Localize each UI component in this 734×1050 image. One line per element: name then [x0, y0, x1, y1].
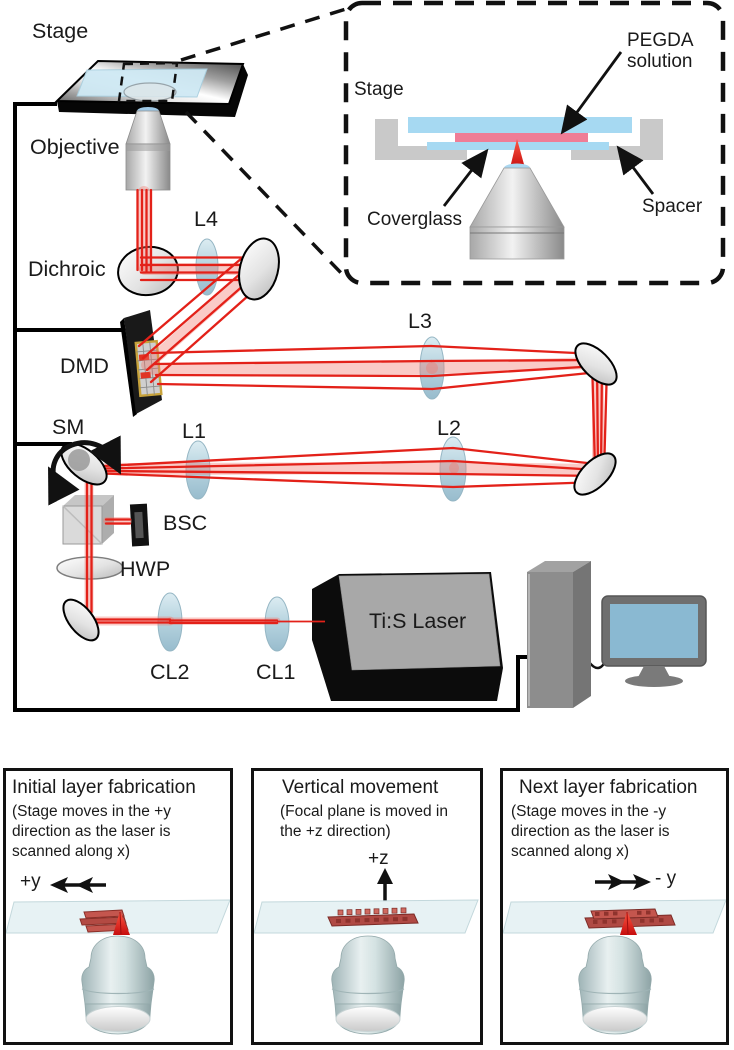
inset-spacer-label: Spacer: [642, 196, 703, 217]
bsc-detector: [129, 503, 150, 547]
cl2-label: CL2: [150, 660, 190, 684]
inset-objective-barrel: [469, 226, 565, 260]
inset-pegda-layer: [455, 133, 588, 142]
writing-beam: [620, 911, 637, 935]
panel1-subtitle: (Stage moves in the +y direction as the …: [12, 803, 171, 861]
computer-monitor: [601, 595, 707, 687]
sample-inset: [343, 0, 726, 286]
stage-motion-arrow-left: [50, 877, 106, 893]
panel2-title: Vertical movement: [282, 777, 439, 798]
fold-mirror-right-bottom: [573, 452, 617, 496]
panel-initial-layer-fabrication: Initial layer fabrication (Stage moves i…: [3, 768, 233, 1045]
panel3-subtitle: (Stage moves in the -y direction as the …: [511, 803, 670, 861]
inset-pegda-label: PEGDA solution: [627, 30, 693, 73]
fold-mirror-right-top: [574, 342, 618, 386]
dichroic-mirror: [117, 245, 179, 297]
panel2-axis-label: +z: [368, 848, 389, 869]
panel3-axis-label: - y: [655, 868, 677, 889]
panel-objective: [331, 935, 405, 1035]
panel1-title: Initial layer fabrication: [12, 777, 196, 798]
sm-label: SM: [52, 415, 85, 439]
computer-tower: [527, 561, 591, 708]
panel3-graphic: [503, 874, 726, 1035]
bsc-label: BSC: [163, 511, 208, 535]
panel-next-layer-fabrication: Next layer fabrication (Stage moves in t…: [500, 768, 729, 1045]
panel1-graphic: [6, 877, 230, 1035]
dichroic-label: Dichroic: [28, 257, 106, 281]
l4-label: L4: [194, 207, 218, 231]
stage-platform: [54, 59, 248, 117]
panel2-subtitle: (Focal plane is moved in the +z directio…: [280, 803, 448, 841]
stage-motion-arrow-right: [595, 874, 651, 890]
inset-stage-label: Stage: [354, 79, 404, 100]
objective-through-glass: [123, 82, 177, 102]
tis-laser-label: Ti:S Laser: [369, 609, 467, 633]
inset-coverglass-label: Coverglass: [367, 209, 463, 230]
panel1-axis-label: +y: [20, 871, 41, 892]
dmd-label: DMD: [60, 354, 109, 378]
scan-mirror: [48, 435, 121, 506]
panel-objective: [81, 935, 155, 1035]
l1-label: L1: [182, 419, 206, 443]
fold-mirrors: [62, 237, 618, 642]
inset-slide-glass: [408, 117, 632, 133]
writing-beam: [113, 911, 130, 935]
fold-mirror-near-l4: [238, 237, 280, 301]
fabricated-layer: [327, 907, 419, 927]
stage-label: Stage: [32, 19, 89, 43]
rotation-arrow: [48, 435, 121, 506]
zoom-region-outline: [117, 61, 179, 103]
lens-l3: [419, 336, 445, 400]
optical-setup-diagram: [13, 0, 726, 712]
hwp-waveplate: [56, 556, 124, 580]
hwp-label: HWP: [120, 557, 171, 581]
lens-l2: [439, 436, 467, 502]
l2-label: L2: [437, 416, 461, 440]
panel2-graphic: [254, 868, 479, 1035]
inset-leader-lines: [180, 7, 347, 278]
tis-laser-box: [312, 572, 503, 701]
l3-label: L3: [408, 309, 432, 333]
panel-objective: [578, 935, 652, 1035]
inset-annotation-arrows: [442, 51, 655, 207]
monitor-screen: [610, 604, 698, 658]
objective-lens: [125, 107, 171, 191]
panel3-title: Next layer fabrication: [519, 777, 698, 798]
panel-vertical-movement: Vertical movement (Focal plane is moved …: [251, 768, 483, 1045]
fold-mirror-bottom-left: [62, 598, 100, 642]
inset-focused-beam: [510, 139, 525, 168]
cl1-label: CL1: [256, 660, 296, 684]
objective-label: Objective: [30, 135, 120, 159]
lens-l1: [185, 440, 211, 500]
